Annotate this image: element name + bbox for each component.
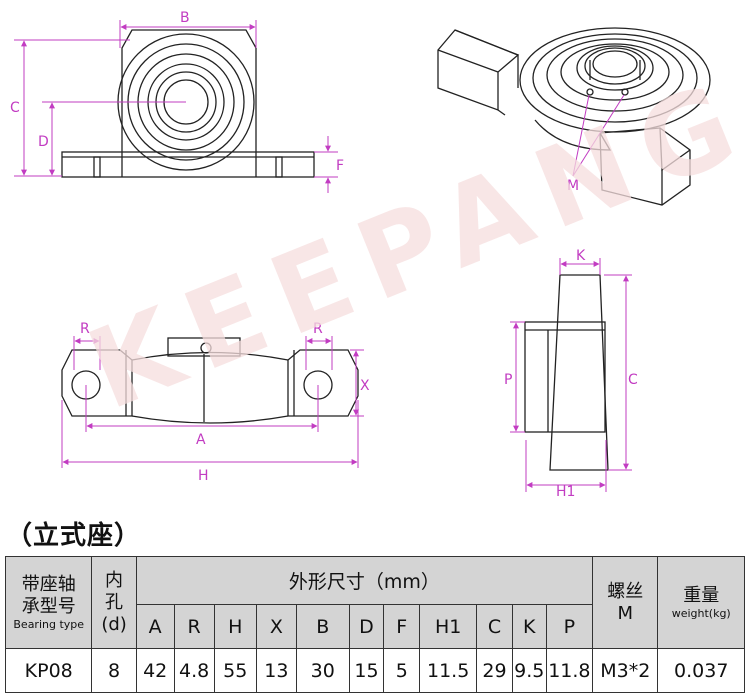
header-dim-C: C: [476, 604, 513, 649]
header-weight-cn: 重量: [683, 584, 720, 606]
cell-P: 11.8: [545, 648, 594, 693]
header-screw-cn: 螺丝: [607, 580, 644, 602]
header-model-en: Bearing type: [13, 617, 85, 631]
header-weight: 重量 weight(kg): [657, 556, 745, 649]
label-A: A: [196, 432, 206, 448]
side-view: [524, 274, 609, 471]
header-model-cn-2: 承型号: [21, 595, 76, 617]
label-K: K: [576, 248, 586, 264]
top-dimensions: [61, 336, 364, 468]
header-bore-cn-1: 内: [105, 569, 124, 591]
cell-R: 4.8: [173, 648, 215, 693]
label-C-side: C: [628, 372, 638, 388]
label-R-right: R: [313, 321, 323, 337]
cell-screw: M3*2: [592, 648, 659, 693]
header-model: 带座轴 承型号 Bearing type: [4, 556, 93, 649]
cell-H1: 11.5: [419, 648, 478, 693]
header-dim-X: X: [255, 604, 297, 649]
cell-A: 42: [135, 648, 175, 693]
label-F: F: [336, 158, 344, 174]
header-dim-K: K: [511, 604, 547, 649]
cell-bore: 8: [91, 648, 137, 693]
header-dimensions: 外形尺寸（mm）: [135, 556, 594, 605]
header-dim-B: B: [295, 604, 350, 649]
drawing-svg: B C D F M: [10, 10, 711, 500]
label-P: P: [504, 372, 512, 388]
cell-C: 29: [476, 648, 513, 693]
header-bore-cn-2: 孔: [105, 591, 124, 613]
header-model-cn-1: 带座轴: [21, 573, 76, 595]
header-bore: 内 孔 (d): [91, 556, 137, 649]
cell-model: KP08: [4, 648, 93, 693]
front-view: [61, 29, 315, 178]
label-H: H: [198, 468, 209, 484]
cell-B: 30: [295, 648, 350, 693]
header-bore-d: (d): [101, 613, 127, 635]
cell-D: 15: [348, 648, 385, 693]
header-weight-en: weight(kg): [671, 606, 731, 620]
header-dim-H1: H1: [419, 604, 478, 649]
header-dim-A: A: [135, 604, 175, 649]
header-dim-D: D: [348, 604, 385, 649]
header-dim-R: R: [173, 604, 215, 649]
header-dim-F: F: [383, 604, 421, 649]
label-B: B: [180, 10, 190, 26]
technical-drawing: KEEPANG: [10, 10, 750, 500]
isometric-dimensions: [572, 94, 625, 177]
section-title: （立式座）: [6, 521, 142, 551]
spec-table: 带座轴 承型号 Bearing type 内 孔 (d) 外形尺寸（mm） 螺丝…: [4, 556, 745, 693]
label-M: M: [567, 178, 579, 194]
table-row: KP08 8 42 4.8 55 13 30 15 5 11.5 29 9.5 …: [4, 648, 745, 693]
header-screw: 螺丝 M: [592, 556, 659, 649]
header-dim-P: P: [545, 604, 594, 649]
label-C-front: C: [10, 100, 20, 116]
isometric-view: [437, 27, 711, 206]
label-H1: H1: [556, 484, 575, 500]
cell-K: 9.5: [511, 648, 547, 693]
cell-H: 55: [213, 648, 257, 693]
side-dimensions: [510, 258, 632, 492]
cell-F: 5: [383, 648, 421, 693]
cell-weight: 0.037: [657, 648, 745, 693]
front-dimensions: [14, 20, 338, 193]
header-dim-H: H: [213, 604, 257, 649]
label-X: X: [360, 378, 370, 394]
label-R-left: R: [80, 321, 90, 337]
cell-X: 13: [255, 648, 297, 693]
label-D: D: [38, 134, 49, 150]
header-screw-m: M: [617, 602, 634, 624]
